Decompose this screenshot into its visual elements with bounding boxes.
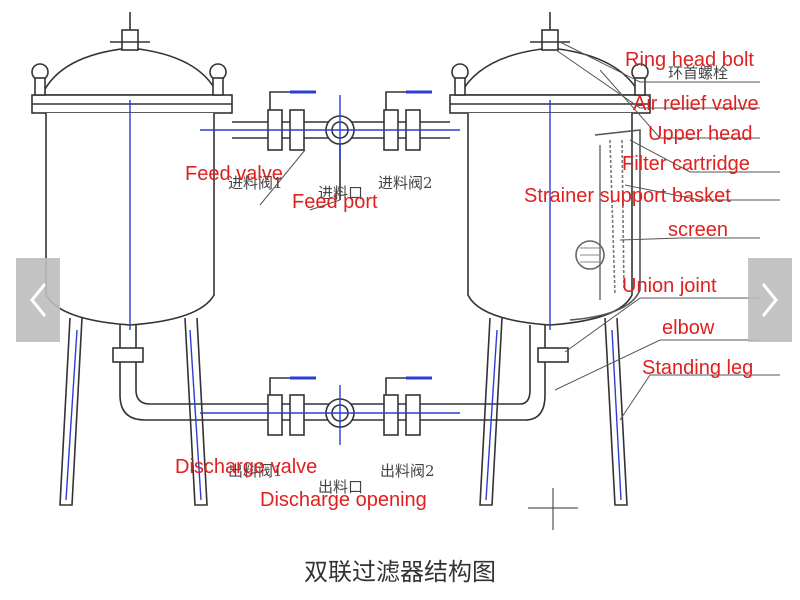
label-filter-cartridge: Filter cartridge — [622, 153, 750, 175]
diagram-caption: 双联过滤器结构图 — [304, 558, 496, 586]
label-feed-port: Feed port — [292, 191, 378, 213]
label-air-relief-valve: Air relief valve — [633, 93, 759, 115]
centerlines — [65, 90, 622, 501]
label-cn-feed-valve-1: 进料阀1 — [228, 174, 283, 192]
label-feed-valve: Feed valve — [185, 163, 283, 185]
label-cn-discharge-valve-1: 出料阀1 — [228, 462, 283, 480]
discharge-manifold — [112, 325, 569, 436]
label-union-joint: Union joint — [622, 275, 717, 297]
chevron-left-icon — [30, 283, 47, 317]
label-cn-ring-head-bolt: 环首螺栓 — [668, 64, 728, 82]
label-ring-head-bolt: Ring head bolt — [625, 49, 754, 71]
chevron-right-icon — [761, 283, 778, 317]
label-cn-feed-port: 进料口 — [318, 184, 363, 202]
carousel-prev-button[interactable] — [16, 258, 60, 342]
label-cn-discharge-opening: 出料口 — [318, 478, 363, 496]
label-cn-feed-valve-2: 进料阀2 — [378, 174, 433, 192]
label-cn-discharge-valve-2: 出料阀2 — [380, 462, 435, 480]
carousel-next-button[interactable] — [748, 258, 792, 342]
standing-legs — [59, 317, 628, 506]
label-upper-head: Upper head — [648, 123, 753, 145]
label-strainer-support-basket: Strainer support basket — [524, 185, 731, 207]
leader-lines — [259, 41, 780, 421]
label-discharge-valve: Discharge valve — [175, 456, 317, 478]
label-elbow: elbow — [662, 317, 715, 339]
label-discharge-opening: Discharge opening — [260, 489, 427, 511]
label-standing-leg: Standing leg — [642, 357, 753, 379]
label-screen: screen — [668, 219, 728, 241]
crosshair-mark — [528, 488, 578, 530]
